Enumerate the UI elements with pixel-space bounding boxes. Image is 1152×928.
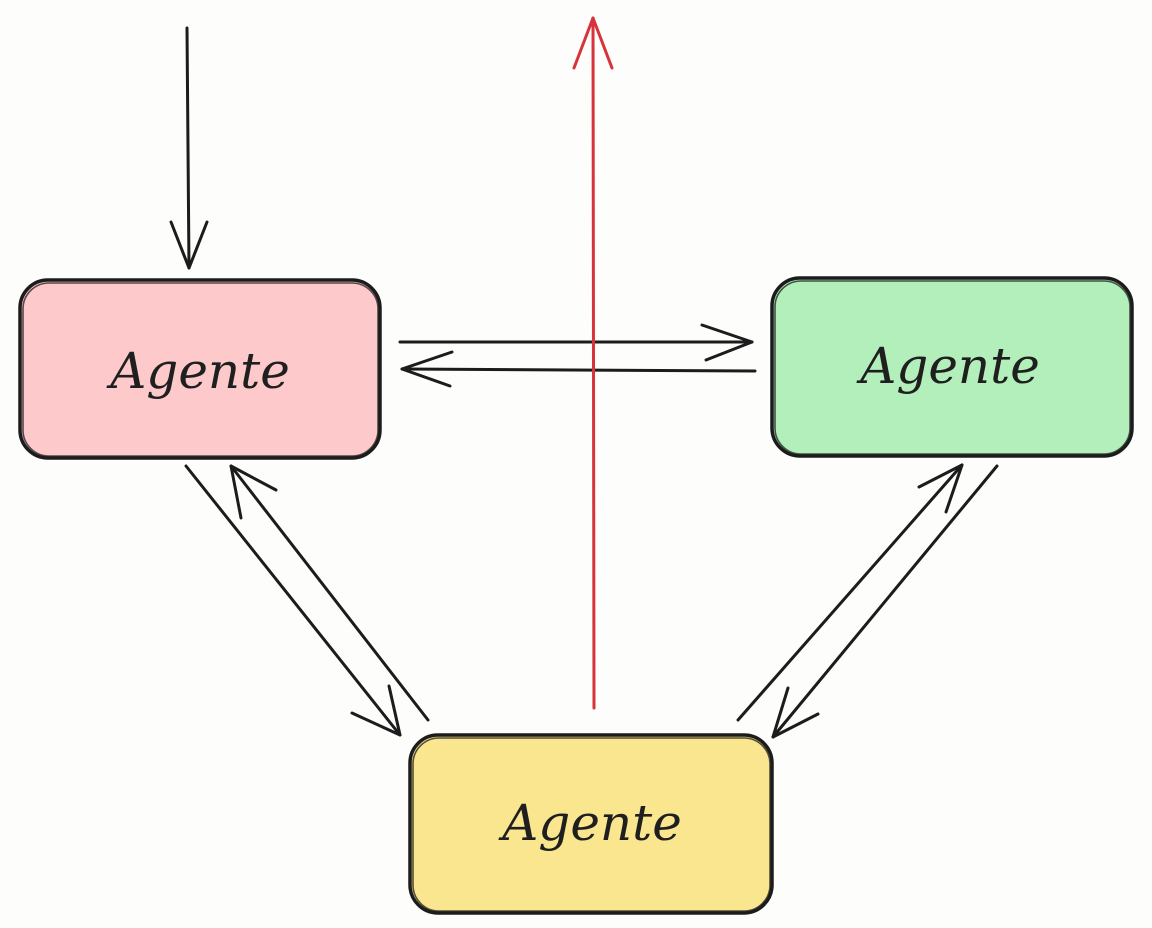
agent-box-yellow-label: Agente	[498, 794, 682, 852]
agent-box-red[interactable]: Agente	[18, 278, 382, 460]
arrow-yellow-to-red-agent	[229, 464, 430, 722]
agent-box-green-label: Agente	[856, 337, 1040, 395]
agent-box-red-shape	[18, 278, 382, 460]
agent-box-red-label: Agente	[106, 342, 290, 400]
agent-box-yellow[interactable]: Agente	[408, 733, 774, 915]
agent-box-green[interactable]: Agente	[770, 276, 1134, 458]
arrow-green-to-yellow-agent	[771, 464, 999, 739]
agent-box-green-shape	[770, 276, 1134, 458]
agent-box-red-sketch-outline	[22, 282, 379, 457]
agent-box-green-sketch-outline	[774, 280, 1131, 455]
arrow-yellow-to-output-red	[572, 16, 614, 710]
arrow-red-to-green-agent	[398, 323, 754, 362]
agent-box-yellow-sketch-outline	[412, 737, 771, 912]
agent-box-yellow-shape	[408, 733, 774, 915]
arrow-input-to-red-agent	[169, 26, 209, 270]
arrow-red-to-yellow-agent	[184, 464, 402, 737]
arrow-green-to-red-agent	[400, 350, 757, 388]
arrow-yellow-to-green-agent	[736, 463, 964, 722]
